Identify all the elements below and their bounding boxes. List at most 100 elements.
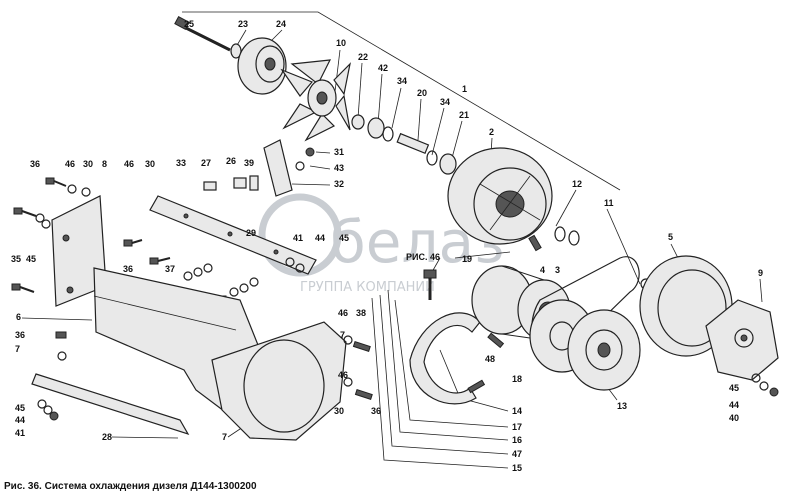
callout-c33: 33: [176, 158, 186, 168]
callout-c34a: 34: [397, 76, 407, 86]
callout-c2: 2: [489, 127, 494, 137]
bolts-38: [343, 335, 373, 400]
washer-44: [43, 405, 53, 415]
ring-shroud-7: [211, 321, 347, 441]
callout-c39: 39: [244, 158, 254, 168]
bolt-25: [174, 15, 231, 52]
callout-c37: 37: [165, 264, 175, 274]
nut-22: [351, 114, 365, 130]
callout-c21: 21: [459, 110, 469, 120]
callout-c13: 13: [617, 401, 627, 411]
callout-c36b: 36: [123, 264, 133, 274]
callout-c19: 19: [462, 254, 472, 264]
leader-47: [379, 294, 509, 455]
callout-c45a: 45: [339, 233, 349, 243]
callout-c11: 11: [604, 198, 614, 208]
leader-22: [357, 62, 363, 119]
leader-6: [21, 317, 93, 321]
bearing-42: [367, 117, 385, 139]
rail-29: [149, 195, 317, 275]
leader-11: [606, 208, 641, 285]
washer-45: [37, 399, 47, 409]
leader-20: [417, 98, 422, 141]
leader-28: [111, 436, 179, 439]
fasteners-9: [751, 373, 779, 397]
callout-c41b: 41: [15, 428, 25, 438]
callout-c26: 26: [226, 156, 236, 166]
rail-28: [31, 373, 190, 436]
leader-lines: [21, 11, 763, 469]
callout-c8: 8: [102, 159, 107, 169]
leader-17: [394, 299, 509, 428]
clip-27: [203, 181, 217, 191]
callout-c36c: 36: [15, 330, 25, 340]
callout-c1: 1: [462, 84, 467, 94]
leader-12: [555, 189, 577, 227]
callout-c24: 24: [276, 19, 286, 29]
callout-c20: 20: [417, 88, 427, 98]
callout-c15: 15: [512, 463, 522, 473]
callout-c17: 17: [512, 422, 522, 432]
callout-c43: 43: [334, 163, 344, 173]
callout-c30a: 30: [83, 159, 93, 169]
leader-9: [759, 278, 763, 303]
leader-15: [371, 297, 509, 469]
ring-34b: [426, 150, 438, 166]
callout-c7n: 7: [340, 330, 345, 340]
callout-c36a: 36: [30, 159, 40, 169]
leader-42: [377, 73, 383, 125]
callout-c30c: 30: [334, 406, 344, 416]
bearing-21: [439, 153, 457, 175]
leader-19: [454, 251, 511, 259]
callout-c42: 42: [378, 63, 388, 73]
pulley-13: [529, 299, 641, 391]
callout-c46d: 46: [338, 370, 348, 380]
callout-c44a: 44: [315, 233, 325, 243]
washer-7-lower: [57, 351, 67, 361]
callout-c4: 4: [540, 265, 545, 275]
leader-34b: [431, 107, 445, 156]
callout-c28: 28: [102, 432, 112, 442]
clamp-14: [409, 312, 505, 405]
callout-c18: 18: [512, 374, 522, 384]
callout-c7b: 7: [15, 344, 20, 354]
leader-21: [451, 120, 463, 159]
bolt-36-lower: [55, 331, 67, 339]
callout-c45b: 45: [26, 254, 36, 264]
callout-c27: 27: [201, 158, 211, 168]
fan-10: [280, 59, 351, 142]
callout-c44b: 44: [729, 400, 739, 410]
callout-c40: 40: [729, 413, 739, 423]
side-panel-8: [51, 195, 107, 307]
leader-31: [315, 151, 331, 154]
callout-c12: 12: [572, 179, 582, 189]
callout-c31: 31: [334, 147, 344, 157]
bolt-ref-46: [423, 269, 437, 300]
callout-c22: 22: [358, 52, 368, 62]
callout-c32: 32: [334, 179, 344, 189]
callout-c47: 47: [512, 449, 522, 459]
callout-c30b: 30: [145, 159, 155, 169]
leader-43: [309, 165, 331, 170]
callout-c23: 23: [238, 19, 248, 29]
callout-c48: 48: [485, 354, 495, 364]
watermark-logo-ring: [258, 193, 342, 277]
callout-c45d: 45: [15, 403, 25, 413]
callout-c9: 9: [758, 268, 763, 278]
watermark: белаз ГРУППА КОМПАНИЙ: [258, 193, 505, 295]
callout-c5: 5: [668, 232, 673, 242]
callout-c10: 10: [336, 38, 346, 48]
leader-32: [291, 183, 331, 186]
callout-c46a: 46: [65, 159, 75, 169]
leader-34: [391, 87, 402, 129]
watermark-sub-text: ГРУППА КОМПАНИЙ: [300, 279, 435, 295]
callout-c25: 25: [184, 19, 194, 29]
callout-c38: 38: [356, 308, 366, 318]
studs-19: [528, 226, 580, 252]
callout-c44c: 44: [15, 415, 25, 425]
ring-34: [382, 126, 394, 142]
callout-c45c: 45: [729, 383, 739, 393]
clip-26: [233, 177, 247, 189]
